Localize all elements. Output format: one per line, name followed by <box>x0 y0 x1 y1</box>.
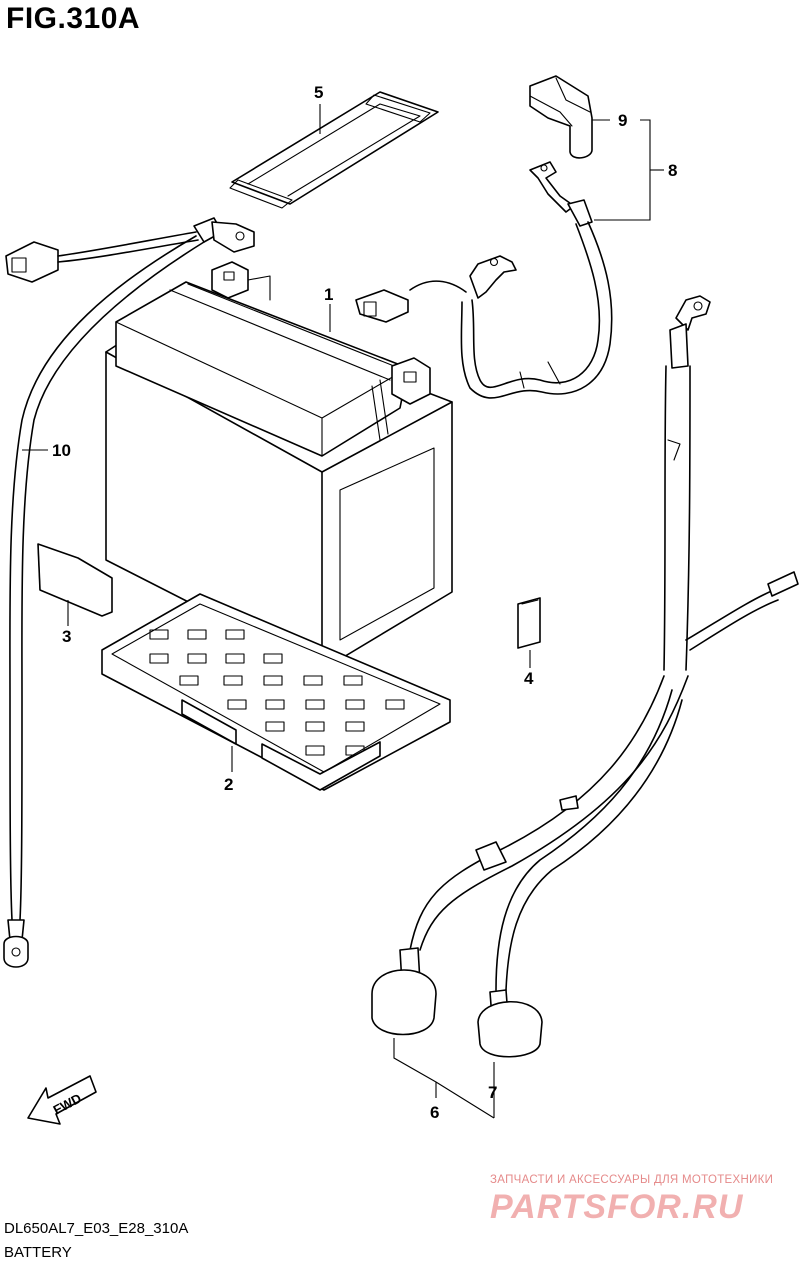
battery-strap <box>229 91 439 209</box>
callout-2: 2 <box>224 775 233 794</box>
positive-cable <box>355 161 613 399</box>
sub-harness <box>371 295 799 1058</box>
diagram-code: DL650AL7_E03_E28_310A <box>4 1220 189 1237</box>
watermark-logo: PARTSFOR.RU <box>490 1188 744 1226</box>
diagram-caption: BATTERY <box>4 1244 72 1261</box>
battery-pad <box>37 543 113 617</box>
callout-7: 7 <box>488 1083 497 1102</box>
callout-3: 3 <box>62 627 71 646</box>
figure-title: FIG.310A <box>6 2 141 35</box>
callout-1: 1 <box>324 285 333 304</box>
callout-6: 6 <box>430 1103 439 1122</box>
callout-10: 10 <box>52 441 71 460</box>
fwd-arrow: FWD <box>27 1075 97 1125</box>
callout-5: 5 <box>314 83 323 102</box>
battery-tray <box>101 593 451 791</box>
watermark-tagline: ЗАПЧАСТИ И АКСЕССУАРЫ ДЛЯ МОТОТЕХНИКИ <box>490 1174 774 1186</box>
callout-8: 8 <box>668 161 677 180</box>
warning-label <box>517 597 541 649</box>
leader-lines <box>22 104 664 1119</box>
callout-4: 4 <box>524 669 534 688</box>
negative-cable <box>3 217 255 968</box>
terminal-cover <box>529 75 593 159</box>
battery <box>105 261 453 671</box>
callout-9: 9 <box>618 111 627 130</box>
